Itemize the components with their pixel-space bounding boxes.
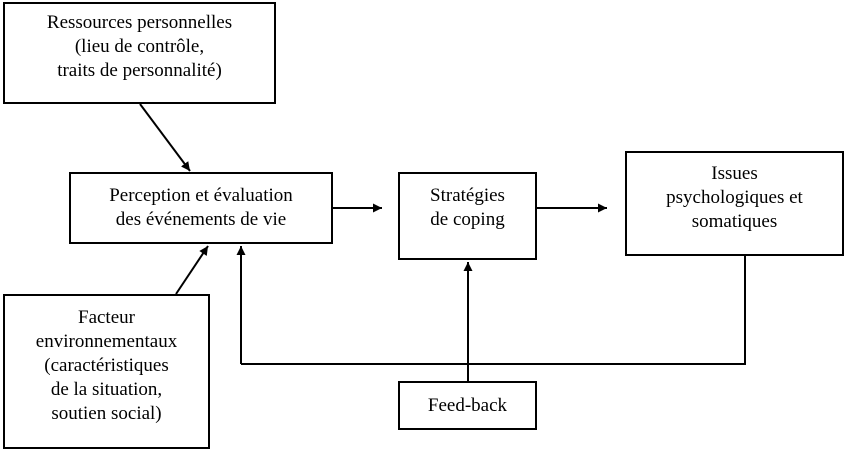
box-text-line: Perception et évaluation xyxy=(109,185,293,206)
box-text-line: soutien social) xyxy=(51,403,162,424)
box-text-line: (lieu de contrôle, xyxy=(74,36,205,57)
box-text-line: psychologiques et xyxy=(666,187,803,208)
box-text-line: Ressources personnelles xyxy=(46,12,233,33)
box-strategies-coping: Stratégies de coping xyxy=(398,172,537,260)
box-issues-psychologiques: Issues psychologiques et somatiques xyxy=(625,151,844,256)
box-text-line: Feed-back xyxy=(427,395,508,416)
box-text-line: Stratégies xyxy=(430,185,505,206)
box-text-line: (caractéristiques xyxy=(44,355,169,376)
box-text-line: traits de personnalité) xyxy=(57,60,222,81)
arrow-ressources-to-perception xyxy=(139,103,191,172)
box-text-line: de coping xyxy=(430,209,505,230)
feedback-loop-line xyxy=(241,256,746,365)
box-ressources-personnelles: Ressources personnelles (lieu de contrôl… xyxy=(3,2,276,104)
box-feed-back: Feed-back xyxy=(398,381,537,430)
box-text-line: Issues xyxy=(711,163,758,184)
box-text-line: des événements de vie xyxy=(115,209,287,230)
box-facteur-environnementaux: Facteur environnementaux (caractéristiqu… xyxy=(3,294,210,449)
box-text-line: de la situation, xyxy=(50,379,163,400)
box-perception-evaluation: Perception et évaluation des événements … xyxy=(69,172,333,244)
box-text-line: Facteur xyxy=(78,307,135,328)
box-text-line: somatiques xyxy=(691,211,778,232)
box-text-line: environnementaux xyxy=(35,331,178,352)
arrow-facteur-to-perception xyxy=(175,245,209,295)
